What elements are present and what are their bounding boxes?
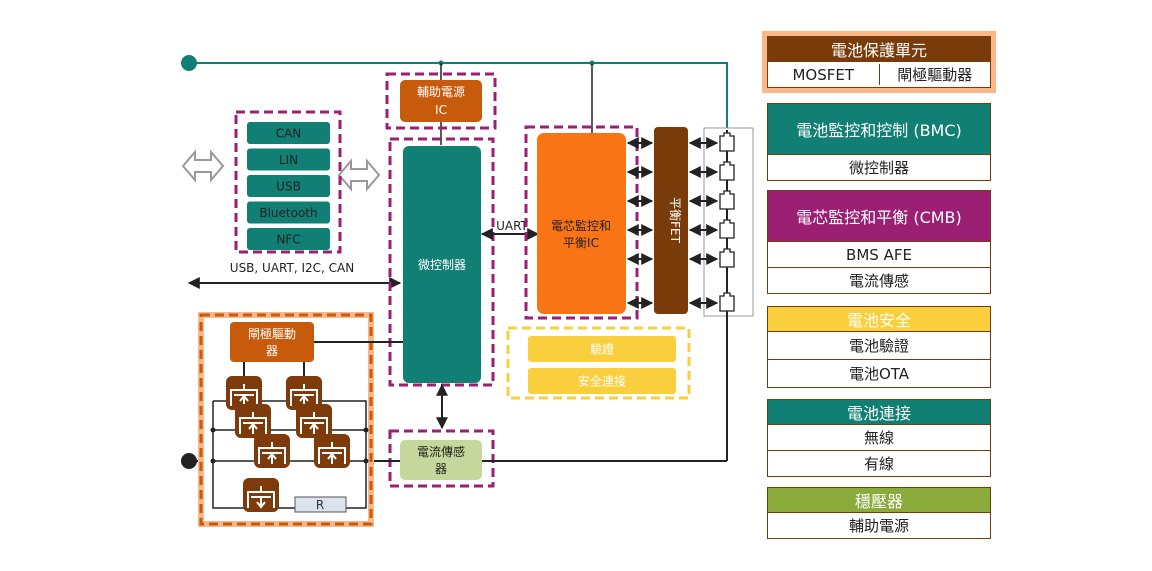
mosfet-icon [286, 376, 322, 410]
legend-group: 電池安全電池驗證電池OTA [767, 306, 991, 388]
legend-group-title: 電池連接 [767, 399, 991, 425]
battery-cell-icon [719, 248, 735, 268]
mosfet-icon [243, 478, 279, 512]
aux-power-ic-label-1: 輔助電源 [417, 85, 465, 99]
interface-can [247, 122, 330, 144]
mcu-block [403, 146, 481, 383]
mosfet-icon [296, 404, 332, 438]
battery-cell-icon [719, 132, 735, 152]
uart-label: UART [496, 219, 528, 233]
interface-label: LIN [279, 153, 298, 167]
interface-lin [247, 148, 330, 171]
security-item-label: 驗證 [590, 342, 614, 357]
connectivity-group-border [234, 110, 342, 254]
aux-power-ic-label-2: IC [435, 103, 447, 117]
security-item [528, 368, 676, 394]
internal-link-arrow-icon [337, 158, 381, 192]
aux-power-ic-block [400, 80, 482, 122]
security-item [528, 336, 676, 362]
legend-item: 有線 [767, 451, 991, 477]
mosfet-icon [254, 434, 290, 468]
bus-protocols-label: USB, UART, I2C, CAN [230, 261, 354, 275]
current-sensor-label-2: 器 [435, 462, 447, 476]
legend-group-title: 電池監控和控制 (BMC) [767, 103, 991, 155]
legend-item: 閘極驅動器 [878, 64, 991, 85]
current-sensor-block [400, 440, 482, 480]
current-sensor-label-1: 電流傳感 [417, 444, 465, 459]
interface-label: Bluetooth [259, 206, 317, 220]
external-link-arrow-icon [181, 149, 225, 183]
legend-item: 電池OTA [767, 360, 991, 388]
interface-nfc [247, 228, 330, 250]
interface-label: NFC [276, 233, 300, 247]
battery-negative-terminal [181, 453, 197, 469]
legend-group: 電池監控和控制 (BMC)微控制器 [767, 103, 991, 181]
mosfet-icon [226, 376, 262, 410]
interface-bluetooth [247, 201, 330, 224]
interface-usb [247, 175, 330, 197]
cmb-group-border [524, 125, 639, 320]
balance-fet-label: 平衡FET [668, 197, 682, 243]
cell-monitor-ic-block [537, 133, 626, 314]
legend-item: 無線 [767, 425, 991, 451]
security-item-label: 安全連接 [578, 374, 626, 389]
mosfet-icon [235, 404, 271, 438]
legend-group-title: 穩壓器 [767, 487, 991, 513]
legend-split-row: MOSFET 閘極驅動器 [767, 62, 991, 88]
legend-item: MOSFET [792, 65, 855, 84]
gate-driver-label-1: 閘極驅動 [248, 326, 296, 341]
interface-label: USB [276, 180, 301, 194]
legend-group: 電池保護單元 MOSFET 閘極驅動器 [762, 31, 996, 93]
mcu-label: 微控制器 [418, 258, 466, 272]
aux-power-group-border [385, 72, 497, 130]
resistor-label: R [316, 498, 324, 512]
balance-fet-block [654, 127, 688, 314]
cell-monitor-ic-label-2: 平衡IC [563, 236, 599, 250]
cell-monitor-ic-label-1: 電芯監控和 [551, 218, 611, 233]
gate-driver-label-2: 器 [266, 344, 278, 358]
legend-item: 電池驗證 [767, 332, 991, 360]
legend-group-title: 電芯監控和平衡 (CMB) [767, 190, 991, 242]
legend-item: BMS AFE [767, 242, 991, 268]
resistor [294, 496, 347, 513]
current-sensor-group-border [388, 429, 495, 488]
gate-driver-block [230, 322, 314, 362]
legend-group: 穩壓器輔助電源 [767, 487, 991, 539]
legend-group-title: 電池保護單元 [767, 36, 991, 62]
battery-cell-icon [719, 161, 735, 181]
battery-cell-icon [719, 292, 735, 312]
legend-item: 微控制器 [767, 155, 991, 181]
security-group-border [506, 326, 691, 400]
interface-label: CAN [276, 127, 302, 141]
legend-group: 電池連接無線有線 [767, 399, 991, 477]
battery-cell-icon [719, 190, 735, 210]
legend-group-title: 電池安全 [767, 306, 991, 332]
mosfet-icon [314, 434, 350, 468]
legend-item: 輔助電源 [767, 513, 991, 539]
legend-item: 電流傳感 [767, 268, 991, 294]
battery-cell-icon [719, 219, 735, 239]
